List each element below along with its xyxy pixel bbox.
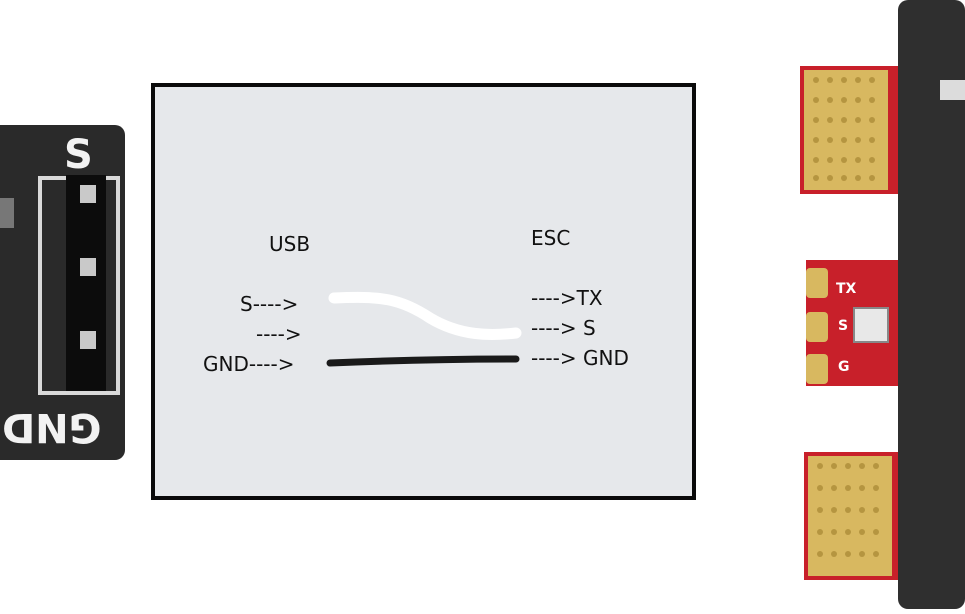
usb-pin-gnd: GND---->: [203, 352, 295, 376]
usb-heading: USB: [269, 232, 311, 256]
esc-pin-signal: ----> S: [531, 316, 596, 340]
esc-pin-gnd: ----> GND: [531, 346, 629, 370]
silk-label-s: S: [64, 132, 93, 178]
esc-board: TX S G: [780, 0, 965, 609]
wiring-diagram-panel: [151, 83, 696, 500]
usb-linker-board: S GND: [0, 0, 140, 609]
esc-pin-tx: ---->TX: [531, 286, 603, 310]
esc-board-graphic: [800, 0, 965, 609]
pad-label-g: G: [838, 359, 850, 375]
pad-label-tx: TX: [836, 281, 857, 297]
pad-label-s: S: [838, 318, 849, 334]
silk-label-gnd: GND: [2, 404, 102, 450]
usb-linker-board-graphic: [0, 125, 125, 460]
usb-pin-unused: ---->: [256, 322, 302, 346]
usb-pin-signal: S---->: [240, 292, 299, 316]
esc-heading: ESC: [531, 226, 571, 250]
